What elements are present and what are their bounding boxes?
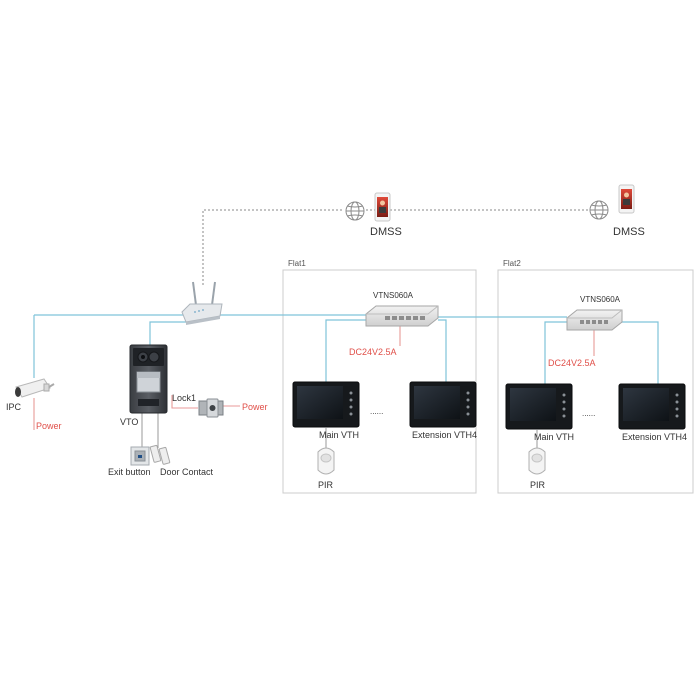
flat1-ellipsis: ...... — [370, 407, 384, 416]
flat2-ellipsis: ...... — [582, 409, 596, 418]
flat2-pir-label: PIR — [530, 480, 546, 490]
exit-button-icon — [130, 446, 150, 466]
flat1-main-vth-label: Main VTH — [319, 430, 360, 440]
flat2-switch-label: VTNS060A — [580, 295, 621, 304]
flat2-power-label: DC24V2.5A — [548, 358, 596, 368]
flat2-frame — [497, 269, 694, 494]
flat1-title: Flat1 — [288, 259, 306, 268]
flat2-extension-vth-label: Extension VTH4 — [622, 432, 688, 442]
network-cables — [33, 314, 659, 386]
dmss-label-right: DMSS — [613, 226, 645, 238]
vto-label: VTO — [120, 417, 139, 427]
door-contact-label: Door Contact — [160, 467, 214, 477]
door-station-icon — [129, 344, 168, 414]
flat1-frame — [282, 269, 477, 494]
lock-label: Lock1 — [172, 393, 197, 403]
flat1-extension-vth-label: Extension VTH4 — [412, 430, 478, 440]
electric-lock-icon — [198, 398, 224, 418]
exit-button-label: Exit button — [108, 467, 151, 477]
internet-link — [202, 209, 588, 285]
network-switch-icon — [365, 305, 439, 327]
flat2-title: Flat2 — [503, 259, 521, 268]
power-lines — [33, 326, 595, 430]
pir-sensor-icon — [528, 447, 546, 475]
dmss-label-left: DMSS — [370, 226, 402, 238]
extension-vth-monitor-icon — [409, 381, 477, 428]
extension-vth-monitor-icon — [618, 383, 686, 430]
ipc-power-label: Power — [36, 421, 62, 431]
wifi-router-icon — [181, 281, 223, 325]
globe-icon — [589, 200, 609, 220]
ipc-label: IPC — [6, 402, 22, 412]
signal-wires — [141, 412, 538, 448]
globe-icon — [345, 201, 365, 221]
flat2-main-vth-label: Main VTH — [534, 432, 575, 442]
pir-sensor-icon — [317, 447, 335, 475]
lock-power-label: Power — [242, 402, 268, 412]
main-vth-monitor-icon — [505, 383, 573, 430]
flat1-power-label: DC24V2.5A — [349, 347, 397, 357]
main-vth-monitor-icon — [292, 381, 360, 428]
bullet-camera-icon — [15, 378, 55, 398]
smartphone-icon — [374, 192, 391, 222]
network-switch-icon — [566, 309, 623, 331]
smartphone-icon — [618, 184, 635, 214]
flat1-switch-label: VTNS060A — [373, 291, 414, 300]
flat1-pir-label: PIR — [318, 480, 334, 490]
door-contact-icon — [149, 444, 171, 465]
